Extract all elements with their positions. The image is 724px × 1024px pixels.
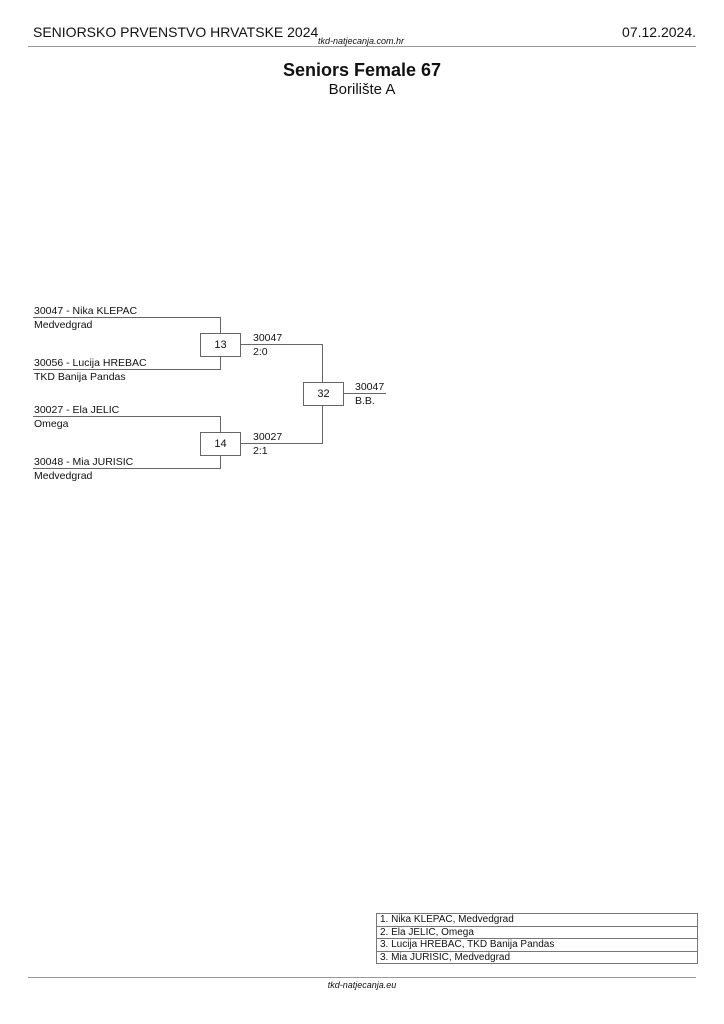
result-entry: 3. Lucija HREBAC, TKD Banija Pandas [376,938,698,952]
result-entry: 1. Nika KLEPAC, Medvedgrad [376,913,698,927]
bracket-line [241,344,323,345]
header-divider [28,46,696,47]
final-score: B.B. [355,395,375,407]
result-entry: 2. Ela JELIC, Omega [376,925,698,939]
result-entry: 3. Mia JURISIC, Medvedgrad [376,950,698,964]
final-winner: 30047 [355,381,385,393]
category-title: Seniors Female 67 [282,60,442,80]
match-box: 13 [200,333,241,357]
bracket-line [241,443,323,444]
event-title: SENIORSKO PRVENSTVO HRVATSKE 2024 [33,24,319,40]
result-row: 3. Lucija HREBAC, TKD Banija Pandas [376,938,698,952]
match-score: 2:1 [253,445,268,457]
footer-divider [28,977,696,978]
event-date: 07.12.2024. [622,24,696,40]
competitor-club: Medvedgrad [34,319,93,331]
competitor-name: 30056 - Lucija HREBAC [34,357,147,369]
competitor-club: Medvedgrad [34,470,93,482]
area-name: Borilište A [328,81,396,98]
competitor-name: 30027 - Ela JELIC [34,404,120,416]
result-row: 1. Nika KLEPAC, Medvedgrad [376,913,698,927]
bracket-line [33,468,221,469]
match-box: 14 [200,432,241,456]
match-winner: 30027 [253,431,283,443]
competitor-club: TKD Banija Pandas [34,371,126,383]
match-winner: 30047 [253,332,283,344]
competitor-club: Omega [34,418,69,430]
bracket-line [33,416,221,417]
bracket-line [33,317,221,318]
footer-site: tkd-natjecanja.eu [327,980,397,990]
match-score: 2:0 [253,346,268,358]
bracket-line [344,393,386,394]
bracket-line [33,369,221,370]
result-row: 2. Ela JELIC, Omega [376,925,698,939]
match-box: 32 [303,382,344,406]
results-table: 1. Nika KLEPAC, Medvedgrad 2. Ela JELIC,… [376,913,698,964]
competitor-name: 30047 - Nika KLEPAC [34,305,138,317]
competitor-name: 30048 - Mia JURISIC [34,456,134,468]
result-row: 3. Mia JURISIC, Medvedgrad [376,950,698,964]
header-site: tkd-natjecanja.com.hr [318,36,405,46]
